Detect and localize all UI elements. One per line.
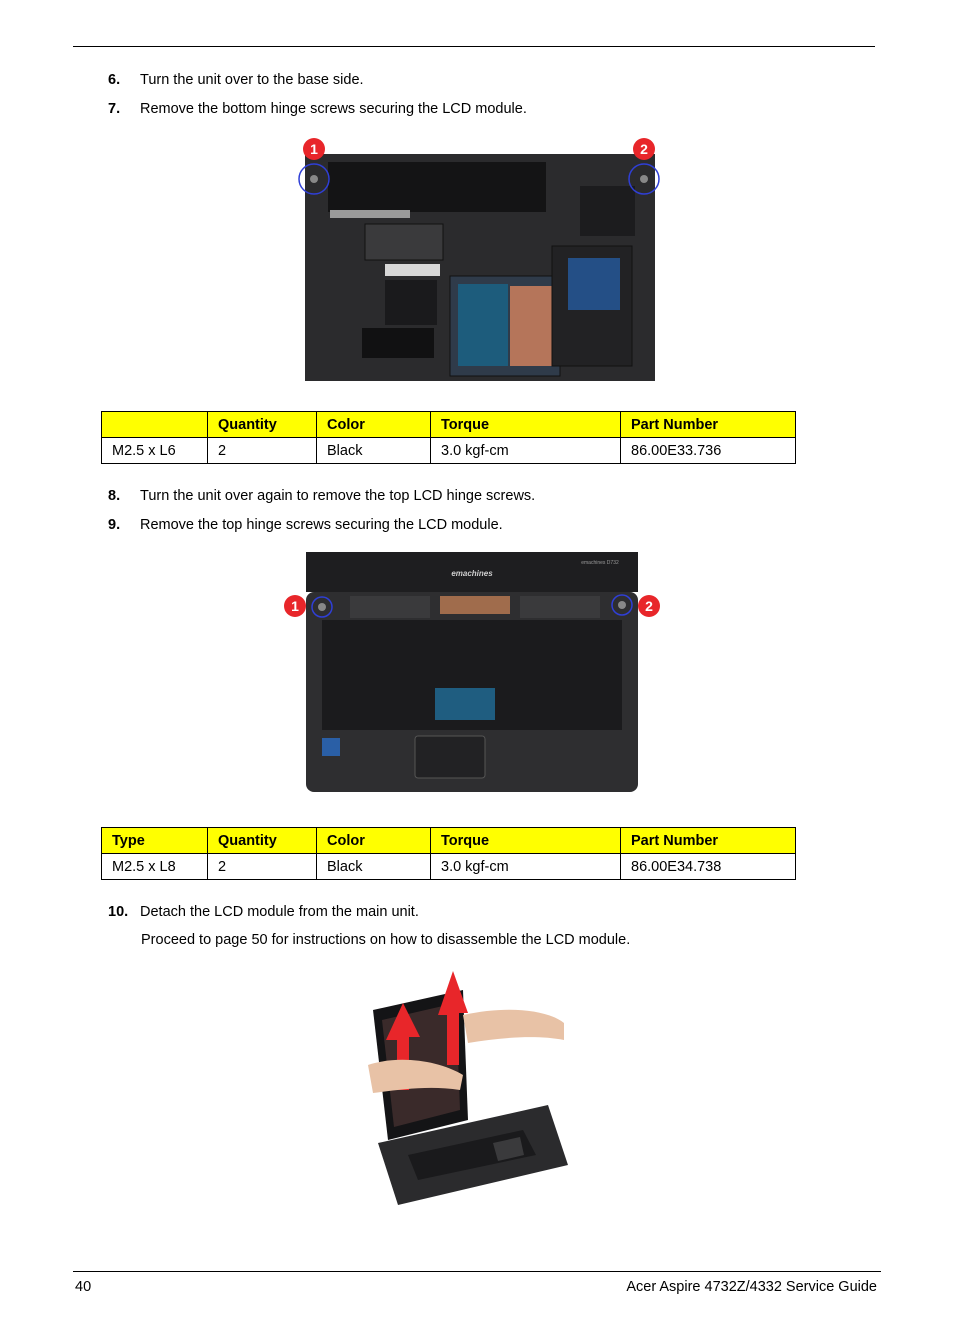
- label-sticker: [385, 264, 440, 276]
- cell-color: Black: [316, 437, 431, 464]
- step-text: Detach the LCD module from the main unit…: [140, 904, 419, 920]
- touchpad: [414, 735, 486, 779]
- step-text: Turn the unit over to the base side.: [140, 72, 364, 88]
- header-color: Color: [316, 411, 431, 438]
- callout-1-label: 1: [310, 141, 318, 157]
- screw-ring-1: [298, 163, 330, 195]
- callout-1-label: 1: [291, 598, 299, 614]
- battery-connector: [330, 210, 410, 218]
- cell-type: M2.5 x L6: [101, 437, 208, 464]
- lcd-bottom-bezel: [306, 552, 638, 592]
- laptop-base-illustration: 1 2: [298, 138, 660, 381]
- header-quantity: Quantity: [207, 827, 317, 854]
- cell-part-number: 86.00E33.736: [620, 437, 796, 464]
- cell-torque: 3.0 kgf-cm: [430, 853, 621, 880]
- callout-2-label: 2: [640, 141, 648, 157]
- cell-part-number: 86.00E34.738: [620, 853, 796, 880]
- callout-2-badge: [638, 595, 660, 617]
- right-hand: [463, 1009, 564, 1043]
- figure-top-side-photo: emachines emachines D732 1 2: [280, 550, 664, 796]
- screw-icon: [310, 175, 318, 183]
- hinge-cover-left: [350, 596, 430, 618]
- table-header-row: Type Quantity Color Torque Part Number: [101, 827, 796, 854]
- intel-sticker: [322, 738, 340, 756]
- header-torque: Torque: [430, 827, 621, 854]
- table-row: M2.5 x L6 2 Black 3.0 kgf-cm 86.00E33.73…: [101, 437, 796, 464]
- cell-quantity: 2: [207, 853, 317, 880]
- brand-logo: emachines: [451, 569, 493, 578]
- callout-2-badge: [633, 138, 655, 160]
- header-part-number: Part Number: [620, 411, 796, 438]
- hinge-cover-right: [520, 596, 600, 618]
- step-number: 8.: [108, 488, 121, 504]
- table-row: M2.5 x L8 2 Black 3.0 kgf-cm 86.00E34.73…: [101, 853, 796, 880]
- step-6: 6. Turn the unit over to the base side.: [108, 71, 364, 89]
- vent-grille: [580, 186, 635, 236]
- page-number: 40: [75, 1279, 92, 1295]
- header-torque: Torque: [430, 411, 621, 438]
- memory-slot: [364, 223, 444, 261]
- header-type: [101, 411, 208, 438]
- step-number: 6.: [108, 72, 121, 88]
- step-10: 10. Detach the LCD module from the main u…: [108, 903, 419, 921]
- figure-detach-lcd-photo: [288, 965, 664, 1211]
- vent-panel: [385, 280, 437, 325]
- step-number: 10.: [108, 904, 129, 920]
- laptop-top-illustration: emachines emachines D732 1 2: [284, 552, 660, 792]
- callout-1-badge: [303, 138, 325, 160]
- step-text: Remove the bottom hinge screws securing …: [140, 101, 527, 117]
- step-number: 9.: [108, 517, 121, 533]
- cell-quantity: 2: [207, 437, 317, 464]
- step-7: 7. Remove the bottom hinge screws securin…: [108, 100, 527, 118]
- step-text: Remove the top hinge screws securing the…: [140, 517, 503, 533]
- callout-2-label: 2: [645, 598, 653, 614]
- figure-base-side-photo: 1 2: [290, 136, 664, 381]
- cell-torque: 3.0 kgf-cm: [430, 437, 621, 464]
- screw-table-bottom: Quantity Color Torque Part Number M2.5 x…: [101, 411, 796, 464]
- rubber-foot-plate: [362, 328, 434, 358]
- footer-rule: [73, 1271, 881, 1272]
- touchpad: [493, 1137, 524, 1161]
- left-hand: [368, 1059, 463, 1093]
- screw-icon: [640, 175, 648, 183]
- header-quantity: Quantity: [207, 411, 317, 438]
- heatsink: [510, 286, 555, 366]
- keyboard-connector-board: [435, 688, 495, 720]
- cell-type: M2.5 x L8: [101, 853, 208, 880]
- guide-title: Acer Aspire 4732Z/4332 Service Guide: [626, 1279, 877, 1295]
- arrow-up-icon: [438, 971, 468, 1065]
- hinge-bracket: [440, 596, 510, 614]
- lcd-disassembly-note: Proceed to page 50 for instructions on h…: [141, 932, 631, 948]
- header-rule: [73, 46, 875, 47]
- step-8: 8. Turn the unit over again to remove the…: [108, 487, 535, 505]
- lcd-removal-illustration: [368, 971, 568, 1205]
- model-label: emachines D732: [581, 560, 619, 566]
- header-type: Type: [101, 827, 208, 854]
- header-part-number: Part Number: [620, 827, 796, 854]
- step-text: Turn the unit over again to remove the t…: [140, 488, 536, 504]
- screw-ring-2: [611, 594, 633, 616]
- battery-bay: [328, 162, 546, 212]
- screw-icon: [318, 603, 326, 611]
- step-9: 9. Remove the top hinge screws securing t…: [108, 516, 503, 534]
- step-number: 7.: [108, 101, 121, 117]
- cell-color: Black: [316, 853, 431, 880]
- motherboard-area: [458, 284, 508, 366]
- screw-icon: [618, 601, 626, 609]
- screw-ring-2: [628, 163, 660, 195]
- table-header-row: Quantity Color Torque Part Number: [101, 411, 796, 438]
- screw-table-top: Type Quantity Color Torque Part Number M…: [101, 827, 796, 880]
- screw-ring-1: [311, 596, 333, 618]
- header-color: Color: [316, 827, 431, 854]
- callout-1-badge: [284, 595, 306, 617]
- hdd-board: [568, 258, 620, 310]
- arrow-up-icon: [386, 1003, 420, 1090]
